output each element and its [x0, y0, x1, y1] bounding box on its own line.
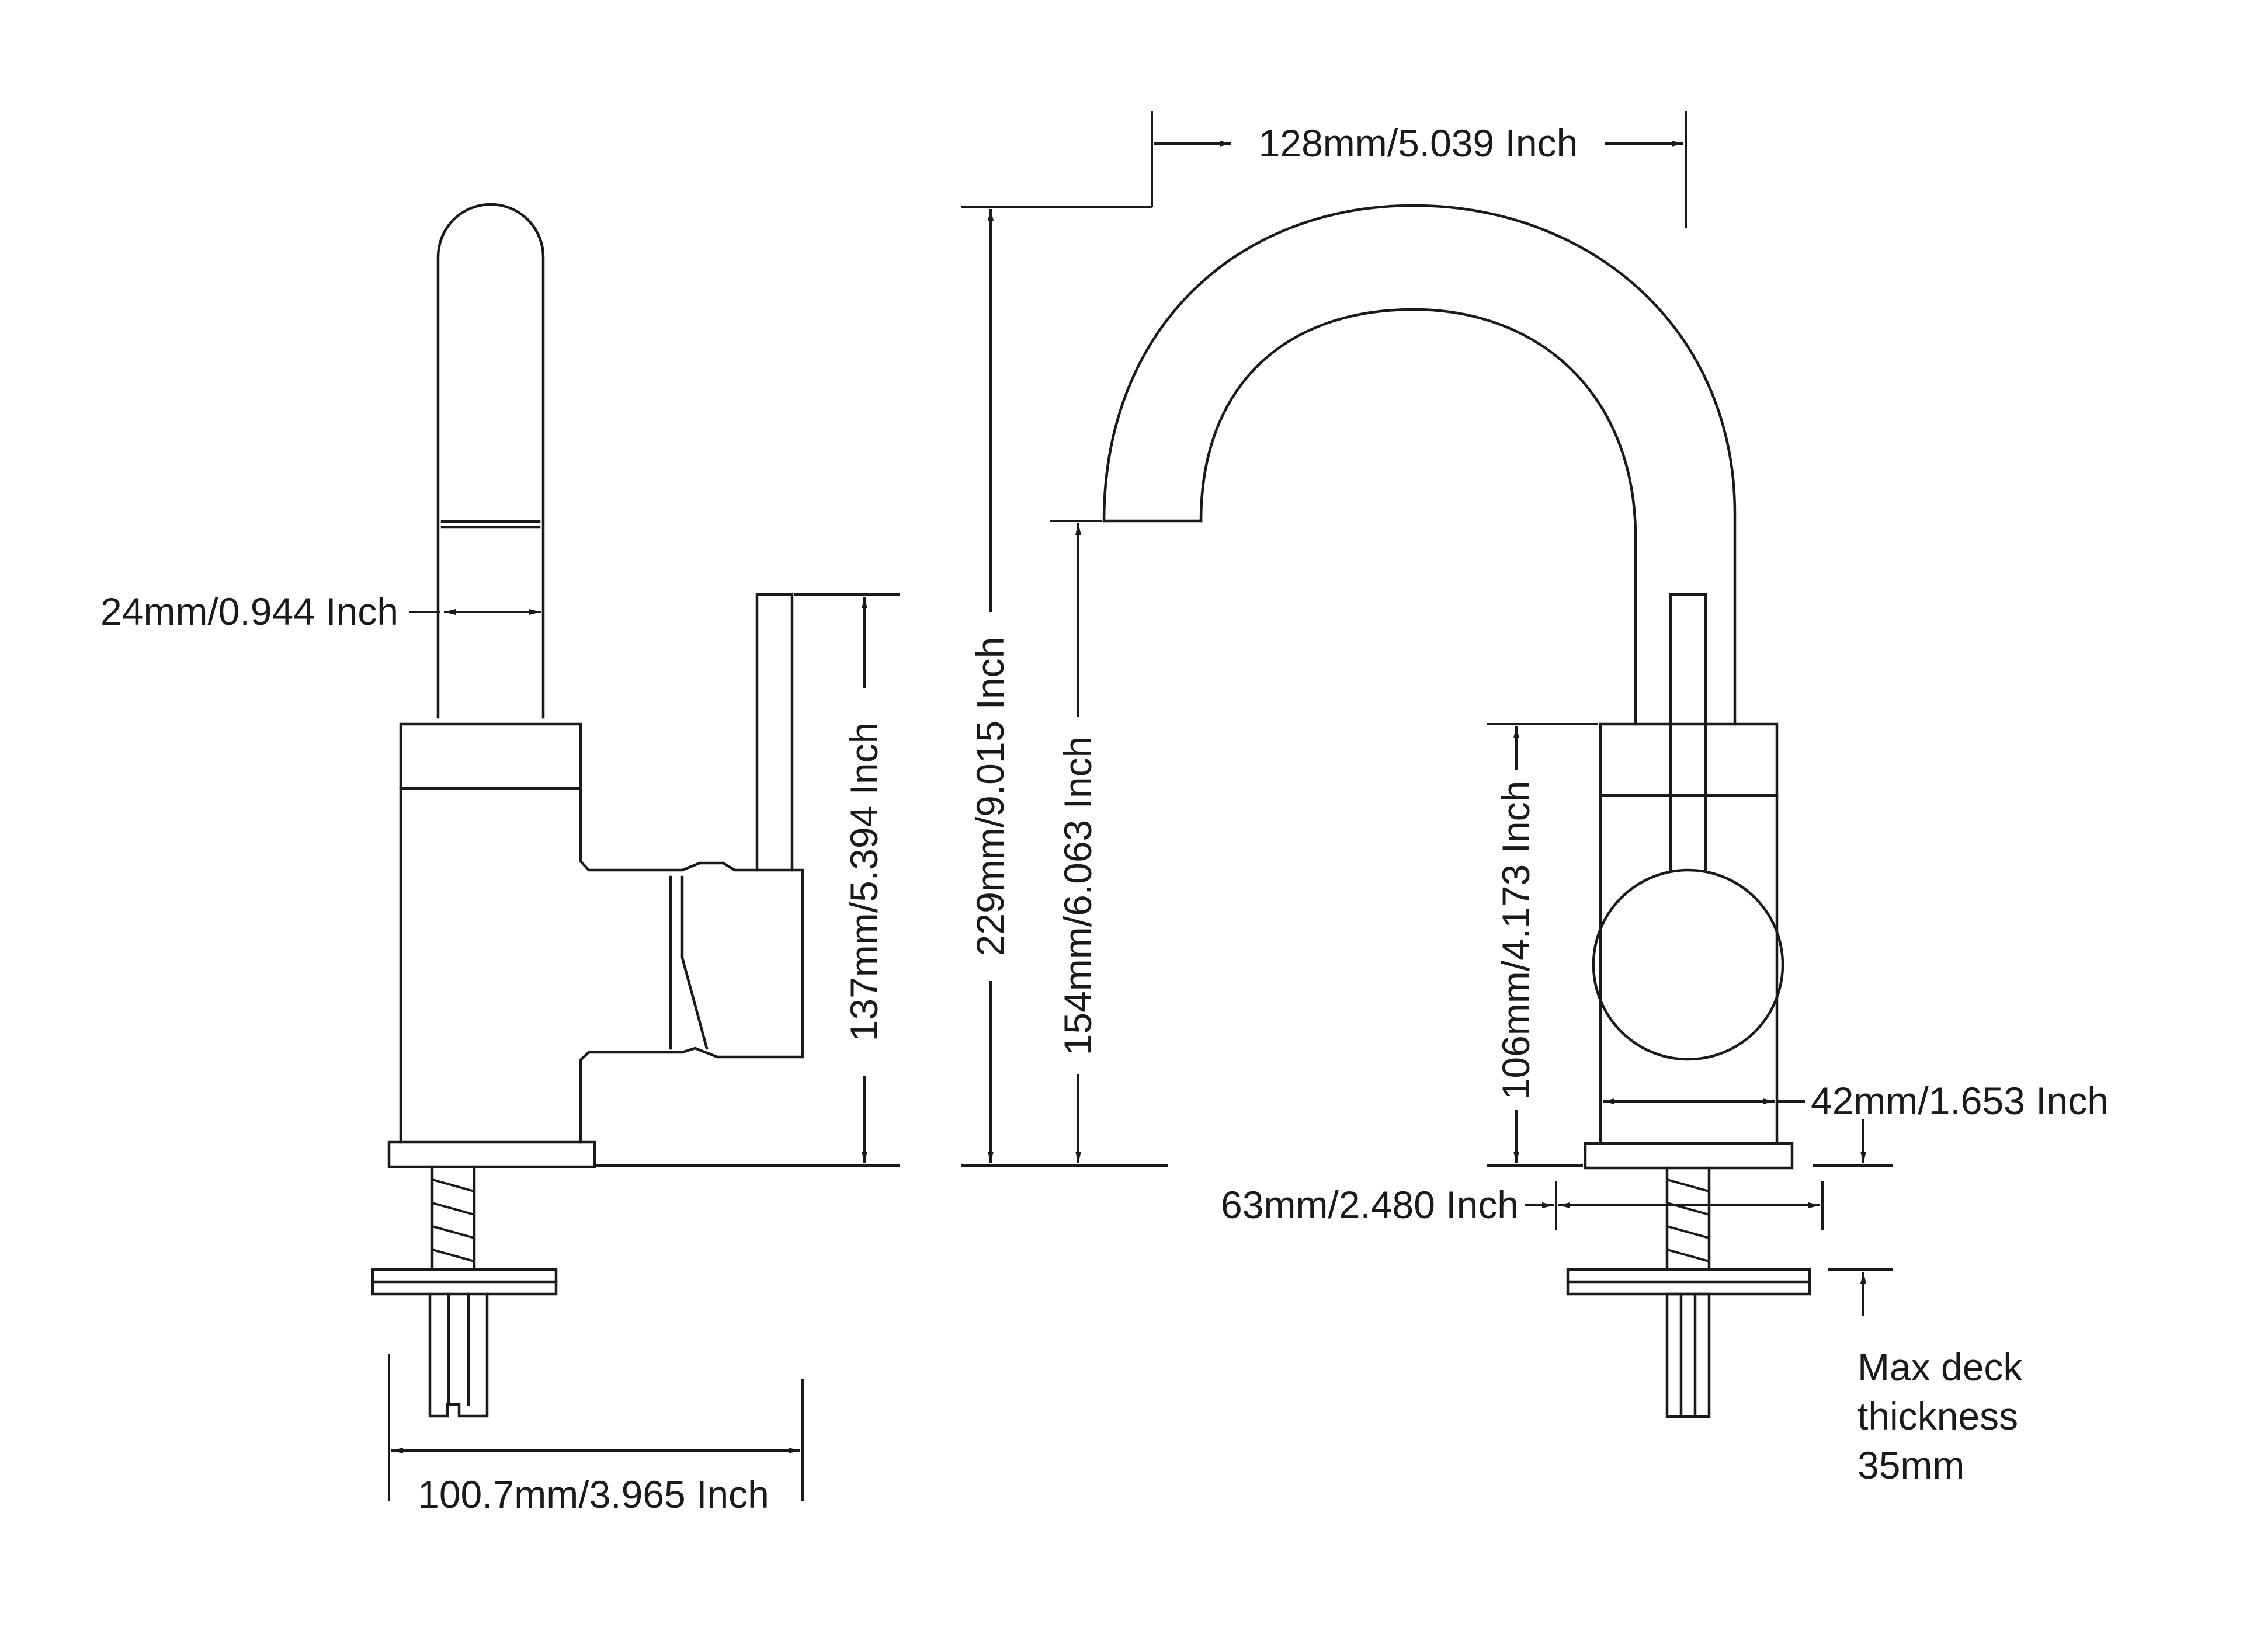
dimension-body-diameter-label: 42mm/1.653 Inch	[1811, 1079, 2109, 1122]
deck-note-line-2: thickness	[1857, 1394, 2018, 1438]
dimension-body-height-label: 106mm/4.173 Inch	[1494, 781, 1537, 1100]
dimension-handle-width: 24mm/0.944 Inch	[100, 590, 541, 633]
dimension-handle-width-label: 24mm/0.944 Inch	[100, 590, 398, 633]
dimension-spout-height-label: 154mm/6.063 Inch	[1056, 736, 1099, 1056]
dimension-spout-height: 154mm/6.063 Inch	[1050, 520, 1102, 1163]
dimension-lever-height-label: 137mm/5.394 Inch	[842, 722, 886, 1042]
deck-note-line-1: Max deck	[1857, 1345, 2023, 1389]
dimension-total-height-label: 229mm/9.015 Inch	[968, 637, 1012, 957]
dimension-side-depth-label: 100.7mm/3.965 Inch	[418, 1473, 769, 1516]
side-view-faucet	[371, 203, 804, 1418]
dimension-deck-thickness	[1813, 1119, 1893, 1316]
dimension-total-height: 229mm/9.015 Inch	[961, 206, 1168, 1167]
dimension-side-depth: 100.7mm/3.965 Inch	[388, 1354, 804, 1516]
dimension-base-diameter-label: 63mm/2.480 Inch	[1221, 1183, 1519, 1226]
dimension-body-height: 106mm/4.173 Inch	[1487, 723, 1598, 1167]
dimension-lever-height: 137mm/5.394 Inch	[595, 593, 900, 1167]
dimension-spout-reach: 128mm/5.039 Inch	[1151, 111, 1687, 228]
deck-thickness-note: Max deck thickness 35mm	[1857, 1345, 2023, 1487]
dimension-body-diameter: 42mm/1.653 Inch	[1603, 1079, 2109, 1122]
dimension-base-diameter: 63mm/2.480 Inch	[1221, 1181, 1824, 1230]
front-view-faucet	[1102, 204, 1811, 1418]
dimension-spout-reach-label: 128mm/5.039 Inch	[1259, 121, 1578, 165]
deck-note-line-3: 35mm	[1857, 1444, 1964, 1487]
